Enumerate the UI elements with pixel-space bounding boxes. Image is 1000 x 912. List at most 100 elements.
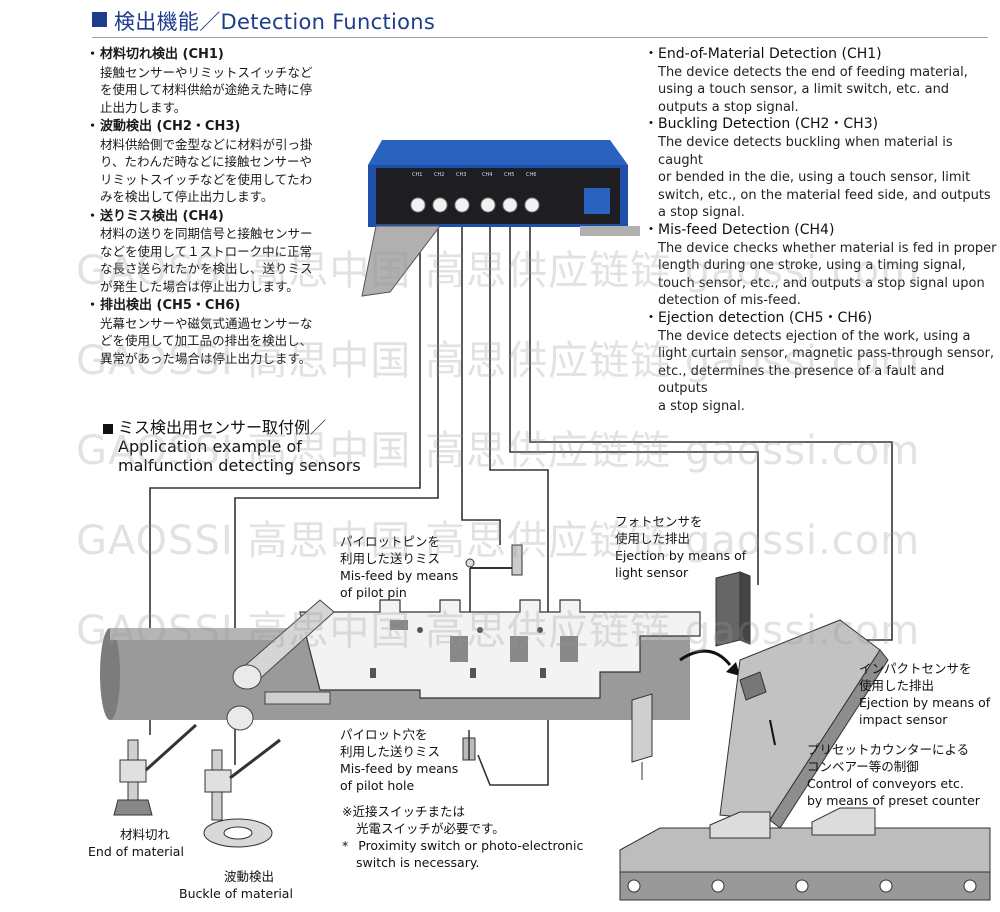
- en-line: length during one stroke, using a timing…: [658, 258, 966, 274]
- label-line: light sensor: [615, 565, 689, 580]
- label-line: impact sensor: [859, 712, 948, 727]
- sensor-base-nut: [113, 799, 153, 816]
- feed-rollers: [226, 599, 335, 731]
- label-line: by means of preset counter: [807, 793, 980, 808]
- jp-line: を使用して材料供給が途絶えた時に停: [100, 82, 313, 97]
- en-line: The device detects ejection of the work,…: [658, 328, 971, 344]
- notch: [450, 636, 468, 662]
- title-rule: [92, 37, 988, 38]
- device-channel-labels: CH1 CH2 CH3 CH4 CH5 CH6: [412, 172, 536, 178]
- pilot-hole: [417, 627, 423, 633]
- en-item-ch5-6: Ejection detection (CH5・CH6) The device …: [658, 310, 998, 416]
- jp-line: な長さ送られたかを検出し、送りミス: [100, 261, 313, 276]
- jp-line: みを検出して停止出力します。: [100, 189, 274, 204]
- cable-ch5: [509, 225, 759, 585]
- application-title-en-2: malfunction detecting sensors: [118, 456, 361, 475]
- en-line: touch sensor, etc., and outputs a stop s…: [658, 275, 985, 291]
- en-item-ch2-3-title: Buckling Detection (CH2・CH3): [658, 116, 998, 134]
- conveyor-roller: [879, 879, 893, 893]
- jp-line: 材料の送りを同期信号と接触センサー: [100, 226, 313, 241]
- device-display: [584, 188, 610, 214]
- notch: [390, 620, 408, 630]
- jp-line: り、たわんだ時などに接触センサーや: [100, 154, 313, 169]
- light-curtain-sensors: [631, 571, 751, 780]
- sensor-arm: [229, 738, 281, 780]
- label-line: パイロット穴を: [340, 727, 428, 742]
- knob-ch4: [480, 197, 496, 213]
- pilot-hole: [477, 627, 483, 633]
- en-line: light curtain sensor, magnetic pass-thro…: [658, 346, 995, 362]
- en-item-ch5-6-title: Ejection detection (CH5・CH6): [658, 310, 998, 328]
- notch: [560, 636, 578, 662]
- label-line: コンベアー等の制御: [807, 759, 919, 774]
- conveyor-roller: [963, 879, 977, 893]
- buckle-bar: [264, 691, 331, 705]
- label-line: パイロットピンを: [340, 534, 441, 549]
- en-line: detection of mis-feed.: [658, 293, 801, 309]
- en-item-ch4: Mis-feed Detection (CH4) The device chec…: [658, 222, 998, 310]
- label-end-of-material: 材料切れ End of material: [88, 826, 184, 860]
- jp-item-ch5-6-title: 排出検出 (CH5・CH6): [100, 297, 350, 315]
- application-heading: ミス検出用センサー取付例／ Application example of mal…: [118, 418, 361, 475]
- light-curtain-lower: [631, 693, 653, 763]
- en-line: switch, etc., on the material feed side,…: [658, 187, 991, 203]
- label-line: プリセットカウンターによる: [807, 742, 970, 757]
- ejection-arrow-icon: [679, 649, 732, 666]
- conveyor: [619, 807, 991, 901]
- ejection-arrow-head-icon: [726, 662, 740, 676]
- label-line: 材料切れ: [119, 827, 170, 842]
- cable-ch1: [149, 225, 421, 735]
- label-line: of pilot hole: [340, 778, 415, 793]
- conveyor-roller: [627, 879, 641, 893]
- label-line: of pilot pin: [340, 585, 407, 600]
- en-item-ch4-title: Mis-feed Detection (CH4): [658, 222, 998, 240]
- jp-line: 異常があった場合は停止出力します。: [100, 350, 312, 366]
- chute-arrow-icon: [769, 719, 776, 746]
- jp-item-ch1-title: 材料切れ検出 (CH1): [100, 46, 350, 64]
- conveyor-roller: [711, 879, 725, 893]
- label-line: Mis-feed by means: [340, 761, 459, 776]
- en-item-ch1-title: End-of-Material Detection (CH1): [658, 46, 998, 64]
- label-line: 波動検出: [223, 869, 274, 884]
- en-line: outputs a stop signal.: [658, 99, 799, 115]
- label-pilot-pin: パイロットピンを 利用した送りミス Mis-feed by means of p…: [340, 533, 458, 601]
- jp-line: などを使用して１ストローク中に正常: [100, 243, 313, 259]
- sensor-arm: [144, 723, 198, 772]
- label-line: switch is necessary.: [356, 855, 480, 870]
- label-line: 使用した排出: [615, 531, 691, 546]
- sensor-clamp: [204, 769, 232, 793]
- label-line: ※近接スイッチまたは: [342, 804, 465, 819]
- impact-sensor: [739, 671, 767, 701]
- buckle-sensor: [203, 738, 281, 848]
- label-line: 光電スイッチが必要です。: [356, 821, 505, 836]
- en-line: a stop signal.: [658, 205, 745, 221]
- sensor-base-hole: [223, 826, 253, 840]
- controller-device: [361, 140, 640, 297]
- label-line: Ejection by means of: [859, 695, 991, 710]
- end-of-material-sensor: [113, 723, 198, 816]
- en-line: a stop signal.: [658, 398, 745, 414]
- label-line: フォトセンサを: [615, 514, 703, 529]
- chute-side: [769, 649, 889, 829]
- notch: [510, 636, 528, 662]
- device-top: [368, 140, 628, 165]
- en-functions: End-of-Material Detection (CH1) The devi…: [658, 46, 998, 415]
- en-line: The device detects the end of feeding ma…: [658, 64, 968, 80]
- en-line: etc., determines the presence of a fault…: [658, 363, 945, 397]
- label-pilot-hole: パイロット穴を 利用した送りミス Mis-feed by means of pi…: [340, 726, 458, 794]
- jp-item-ch4-title: 送りミス検出 (CH4): [100, 208, 350, 226]
- jp-line: 接触センサーやリミットスイッチなど: [100, 64, 313, 80]
- label-impact-sensor: インパクトセンサを 使用した排出 Ejection by means of im…: [859, 660, 990, 728]
- application-square-icon: [103, 424, 113, 434]
- knob-ch6: [524, 197, 540, 213]
- device-knobs: [410, 197, 540, 213]
- note-mark: *: [342, 838, 349, 853]
- pilot-pin-head: [465, 558, 475, 568]
- knob-ch2: [432, 197, 448, 213]
- jp-item-ch4: 送りミス検出 (CH4) 材料の送りを同期信号と接触センサー などを使用して１ス…: [100, 208, 350, 296]
- label-preset-counter: プリセットカウンターによる コンベアー等の制御 Control of conve…: [807, 741, 980, 809]
- label-line: 使用した排出: [859, 678, 935, 693]
- label-line: Buckle of material: [179, 886, 293, 901]
- label-line: Mis-feed by means: [340, 568, 459, 583]
- knob-ch5: [502, 197, 518, 213]
